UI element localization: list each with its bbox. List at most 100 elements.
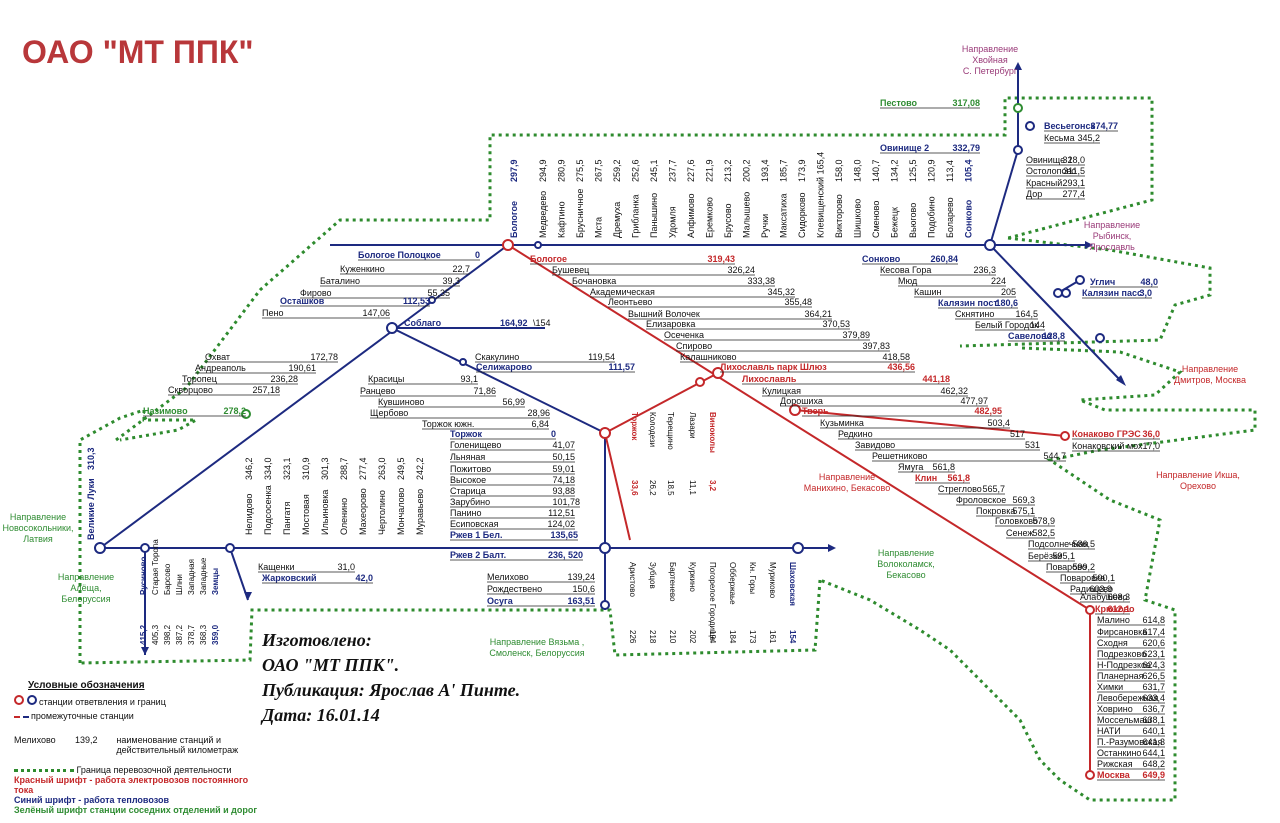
station-km: 582,5 xyxy=(1032,528,1055,538)
station-name-vertical: Погорелое Городище xyxy=(708,562,717,642)
station-name: Кашин xyxy=(914,287,941,297)
station-name-vertical: Клевищенский 165,4 xyxy=(816,152,826,238)
station-km-vertical: 140,7 xyxy=(871,159,881,182)
station-name: Поваровка xyxy=(1060,573,1105,583)
node-likhoslavl-shlyuz xyxy=(695,377,705,387)
station-km: 135,65 xyxy=(550,530,578,540)
station-name: Овинище 1 xyxy=(1026,155,1073,165)
station-name: Елизаровка xyxy=(646,319,695,329)
station-name: Стреглово xyxy=(938,484,982,494)
station-km-vertical: 134,2 xyxy=(890,159,900,182)
station-km: 17,0 xyxy=(1142,441,1160,451)
node-selizharovo xyxy=(459,358,467,366)
direction-label: Направление Икша, xyxy=(1156,470,1240,480)
station-km-vertical: 252,6 xyxy=(631,159,641,182)
stamp-line-4: Дата: 16.01.14 xyxy=(262,705,380,725)
page-title: ОАО "МТ ППК" xyxy=(22,34,254,70)
direction-label: С. Петербург xyxy=(963,66,1018,76)
station-km: 531 xyxy=(1025,440,1040,450)
station-km: 623,1 xyxy=(1142,649,1165,659)
station-km-vertical: 18,5 xyxy=(666,480,675,496)
station-name: Углич xyxy=(1090,277,1115,287)
station-km: 561,8 xyxy=(947,473,970,483)
station-km: 578,9 xyxy=(1032,516,1055,526)
station-name: Савелово xyxy=(1008,331,1053,341)
arrow-southeast-icon xyxy=(1116,375,1126,386)
station-km: 111,57 xyxy=(608,362,635,372)
station-km-vertical: 334,0 xyxy=(263,457,273,480)
station-km: 74,18 xyxy=(552,475,575,485)
station-km: 147,06 xyxy=(362,308,390,318)
legend-junction-text: станции ответвления и границ xyxy=(39,697,166,707)
direction-label: Рыбинск, xyxy=(1093,231,1132,241)
direction-label: Смоленск, Белоруссия xyxy=(489,648,584,658)
station-name-vertical: Ильиновка xyxy=(320,490,330,535)
station-km-vertical: 218 xyxy=(648,630,657,644)
station-km: 112,51 xyxy=(548,508,575,518)
station-name: Покровка xyxy=(976,506,1015,516)
station-name: Старица xyxy=(450,486,486,496)
station-name: Скнятино xyxy=(955,309,994,319)
direction-label: Направление xyxy=(1182,364,1238,374)
station-km-vertical: 310,3 xyxy=(86,447,96,470)
station-name: Андреаполь xyxy=(195,363,246,373)
station-km: 332,79 xyxy=(952,143,980,153)
station-name: Красицы xyxy=(368,374,404,384)
station-km-vertical: 226 xyxy=(628,630,637,644)
station-name: Есиповская xyxy=(450,519,499,529)
red-circle-icon xyxy=(14,695,24,705)
station-name-vertical: Аристово xyxy=(628,562,637,597)
station-name-vertical: Мончалово xyxy=(396,488,406,535)
station-km: 71,86 xyxy=(473,386,496,396)
station-km: 599,2 xyxy=(1072,562,1095,572)
station-name: Торжок южн. xyxy=(422,419,474,429)
station-name: Редкино xyxy=(838,429,873,439)
station-km-vertical: 415,2 xyxy=(139,624,148,645)
node-torzhok xyxy=(599,427,611,439)
station-name: Осуга xyxy=(487,596,514,606)
station-name: Ховрино xyxy=(1097,704,1133,714)
station-name: Кузьминка xyxy=(820,418,864,428)
station-km: 477,97 xyxy=(960,396,988,406)
node-vesyegonsk xyxy=(1025,121,1035,131)
station-km: 379,89 xyxy=(842,330,870,340)
station-km: 614,8 xyxy=(1142,615,1165,625)
station-km: 277,4 xyxy=(1062,189,1085,199)
station-name-vertical: Шишково xyxy=(853,199,863,238)
station-name-vertical: Оленино xyxy=(339,498,349,535)
direction-label: Манихино, Бекасово xyxy=(804,483,890,493)
station-km-vertical: 221,9 xyxy=(705,159,715,182)
station-km: 39,3 xyxy=(442,276,460,286)
direction-label: Новосокольники, xyxy=(2,523,73,533)
station-name: Назимово xyxy=(143,406,188,416)
direction-label: Орехово xyxy=(1180,481,1216,491)
station-km: 345,2 xyxy=(1077,133,1100,143)
station-name: Академическая xyxy=(590,287,655,297)
direction-label: Хвойная xyxy=(972,55,1008,65)
station-name: П.-Разумовская xyxy=(1097,737,1163,747)
legend-example-km: 139,2 xyxy=(75,735,98,745)
node-pestovo xyxy=(1013,103,1023,113)
station-name-vertical: Медведево xyxy=(538,191,548,238)
direction-label: Направление xyxy=(819,472,875,482)
node-moskva xyxy=(1085,770,1095,780)
legend-row-example: Мелихово 139,2 наименование станций и де… xyxy=(14,735,264,755)
station-name: Дор xyxy=(1026,189,1042,199)
node-soblago xyxy=(386,322,398,334)
station-km: 326,24 xyxy=(727,265,755,275)
station-name: Кесова Гора xyxy=(880,265,931,275)
station-name-vertical: Малышево xyxy=(742,192,752,238)
legend-row-border: Граница перевозочной деятельности xyxy=(14,765,264,775)
station-name-vertical: Махеорово xyxy=(358,488,368,535)
station-name-vertical: Западные xyxy=(199,557,208,595)
legend-blue-text: Синий шрифт - работа тепловозов xyxy=(14,795,169,805)
direction-label: Латвия xyxy=(23,534,53,544)
station-km-vertical: 33,6 xyxy=(630,480,639,496)
station-name-vertical: Оббержаье xyxy=(728,562,737,605)
direction-label: Волоколамск, xyxy=(877,559,934,569)
station-name: Н-Подрезков xyxy=(1097,660,1151,670)
direction-label: Направление xyxy=(58,572,114,582)
station-km: 293,1 xyxy=(1062,178,1085,188)
station-name: Овинище 2 xyxy=(880,143,929,153)
station-km-vertical: 185,7 xyxy=(779,159,789,182)
